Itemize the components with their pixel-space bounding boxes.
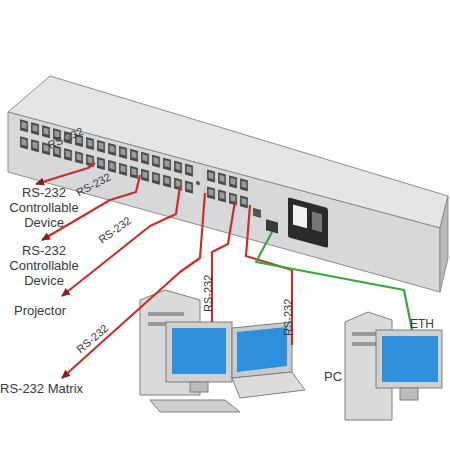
panel-parts [18,117,328,248]
device-side [440,196,448,292]
keyboard [150,400,240,412]
cable-label: ETH [410,318,450,332]
power-inlet [288,197,328,248]
monitor [166,322,232,382]
power-switch [312,212,322,233]
laptop-base [232,372,305,398]
monitor-screen [172,328,226,374]
device-label: Projector [14,304,104,319]
rs232-cable [62,186,180,296]
cable-label: RS-232 [282,299,295,336]
ethernet-cable [256,232,412,330]
cable-label: RS-232 [202,275,215,312]
device-label: RS-232 Controllable Device [0,244,88,289]
device-label: RS-232 Controllable Device [0,186,88,231]
ethernet-port [266,219,278,233]
rs232-cable [212,201,235,322]
rs232-ports [204,167,248,219]
desktop-computer [140,290,240,412]
laptop-computer [232,322,305,398]
panel-screw [196,180,200,185]
power-socket [293,205,307,229]
drive-slot [148,312,184,316]
monitor-screen [382,336,438,382]
rs232-cable [62,193,205,378]
device-label: RS-232 Matrix [0,382,140,397]
laptop-screen [237,327,287,372]
panel-led [253,208,261,218]
cable-label: RS-232 [96,214,134,246]
cables [36,163,412,378]
monitor [376,330,442,388]
device-label: PC [324,370,354,385]
monitor-stand [400,388,418,400]
monitor-stand [190,382,208,392]
